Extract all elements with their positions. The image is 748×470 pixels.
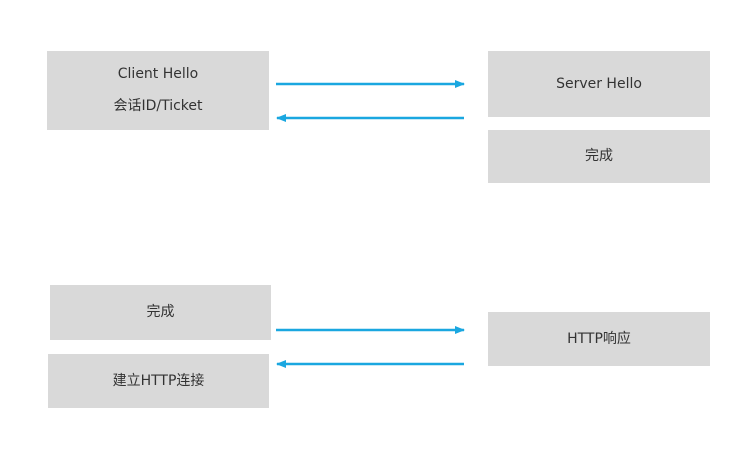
session-ticket-label: 会话ID/Ticket xyxy=(113,97,203,114)
http-connection-label: 建立HTTP连接 xyxy=(112,372,205,389)
server-hello-label: Server Hello xyxy=(556,75,642,92)
server-hello-box: Server Hello xyxy=(488,51,710,117)
http-response-box: HTTP响应 xyxy=(488,312,710,366)
server-finished-label: 完成 xyxy=(585,148,613,165)
client-hello-box: Client Hello 会话ID/Ticket xyxy=(47,51,269,130)
http-response-label: HTTP响应 xyxy=(567,330,631,347)
server-finished-box: 完成 xyxy=(488,130,710,183)
client-hello-label: Client Hello xyxy=(117,66,199,83)
client-finished-box: 完成 xyxy=(50,285,271,340)
client-finished-label: 完成 xyxy=(146,304,175,321)
http-connection-box: 建立HTTP连接 xyxy=(48,354,269,408)
